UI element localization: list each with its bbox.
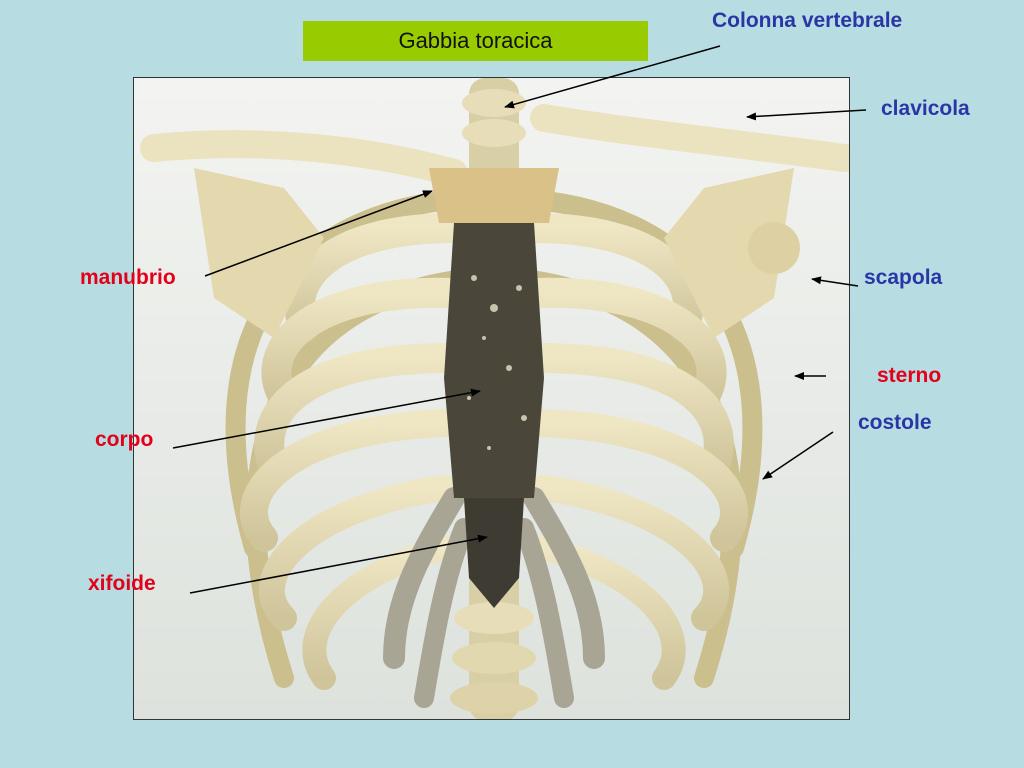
manubrium (429, 168, 559, 223)
label-scapola: scapola (864, 266, 943, 289)
label-xifoide: xifoide (88, 572, 156, 595)
sternum-speckles (467, 275, 527, 450)
label-clavicola: clavicola (881, 97, 970, 120)
label-costole: costole (858, 411, 932, 434)
slide-title: Gabbia toracica (303, 21, 648, 61)
rib-cage-photo (133, 77, 850, 720)
rib-cage-illustration (134, 78, 849, 719)
clavicles (140, 104, 849, 187)
label-colonna-vertebrale: Colonna vertebrale (712, 9, 903, 32)
label-corpo: corpo (95, 428, 154, 451)
label-manubrio: manubrio (80, 266, 176, 289)
label-sterno: sterno (877, 364, 942, 387)
sternum-body (444, 223, 544, 498)
